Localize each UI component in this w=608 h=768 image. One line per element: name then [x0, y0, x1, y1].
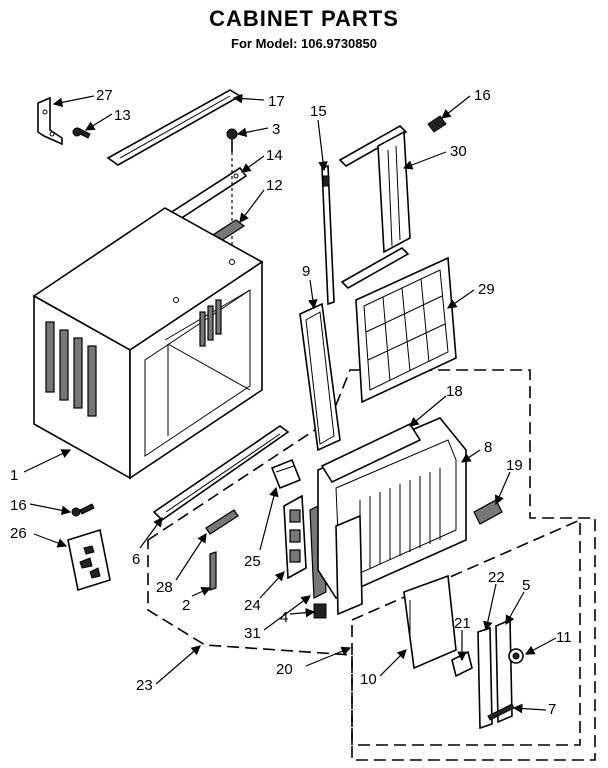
callout-3: 3 — [272, 121, 280, 138]
callout-25: 25 — [244, 553, 261, 570]
callout-31: 31 — [244, 625, 261, 642]
callout-12: 12 — [266, 177, 283, 194]
callout-29: 29 — [478, 281, 495, 298]
callout-5: 5 — [522, 577, 530, 594]
callout-14: 14 — [266, 147, 283, 164]
part-2-strip — [209, 551, 217, 591]
callout-23: 23 — [136, 677, 153, 694]
callout-18: 18 — [446, 383, 463, 400]
callout-17: 17 — [268, 93, 285, 110]
callout-8: 8 — [484, 439, 492, 456]
callout-19: 19 — [506, 457, 523, 474]
callout-7: 7 — [548, 701, 556, 718]
part-29-grille — [355, 256, 457, 404]
assembly-boundary-23 — [147, 369, 596, 761]
part-18-top-trim — [320, 422, 422, 484]
callout-28: 28 — [156, 579, 173, 596]
part-1-cabinet — [32, 207, 264, 480]
callout-6: 6 — [132, 551, 140, 568]
part-9-filter — [299, 302, 341, 452]
part-11-knob — [508, 648, 524, 664]
part-27-bracket — [37, 96, 63, 146]
callout-21: 21 — [454, 615, 471, 632]
callout-24: 24 — [244, 597, 261, 614]
callout-1: 1 — [10, 467, 18, 484]
callout-22: 22 — [488, 569, 505, 586]
part-4-latch — [313, 603, 327, 619]
callout-10: 10 — [360, 671, 377, 688]
part-16-screw-right — [427, 115, 447, 133]
callout-26: 26 — [10, 525, 27, 542]
callout-20: 20 — [276, 661, 293, 678]
model-subtitle: For Model: 106.9730850 — [231, 36, 377, 51]
callout-2: 2 — [182, 597, 190, 614]
part-28-foam-strip — [205, 509, 239, 535]
part-24-louver-insert — [283, 494, 307, 580]
callout-9: 9 — [302, 263, 310, 280]
callout-16: 16 — [474, 87, 491, 104]
part-13-screw — [72, 127, 91, 139]
part-25-block — [270, 458, 302, 490]
callout-30: 30 — [450, 143, 467, 160]
part-30-curtain-frame — [338, 125, 411, 289]
callout-11: 11 — [556, 629, 572, 646]
callout-4: 4 — [280, 609, 288, 626]
part-15-side-rail — [321, 164, 335, 306]
part-17-top-rail — [106, 89, 242, 166]
part-16-screw-left — [71, 503, 95, 517]
part-10-control-bracket — [403, 574, 457, 670]
callout-13: 13 — [114, 107, 131, 124]
assembly-boundary-20 — [351, 518, 581, 746]
diagram-title: CABINET PARTS — [209, 6, 399, 31]
part-26-hardware-bag — [67, 528, 111, 592]
part-22-side-panel — [477, 626, 493, 730]
part-19-foam-block — [473, 499, 503, 525]
callout-15: 15 — [310, 103, 327, 120]
callout-27: 27 — [96, 87, 113, 104]
part-5-side-panel — [495, 618, 513, 724]
callout-16b: 16 — [10, 497, 27, 514]
part-3-screw — [226, 128, 238, 152]
